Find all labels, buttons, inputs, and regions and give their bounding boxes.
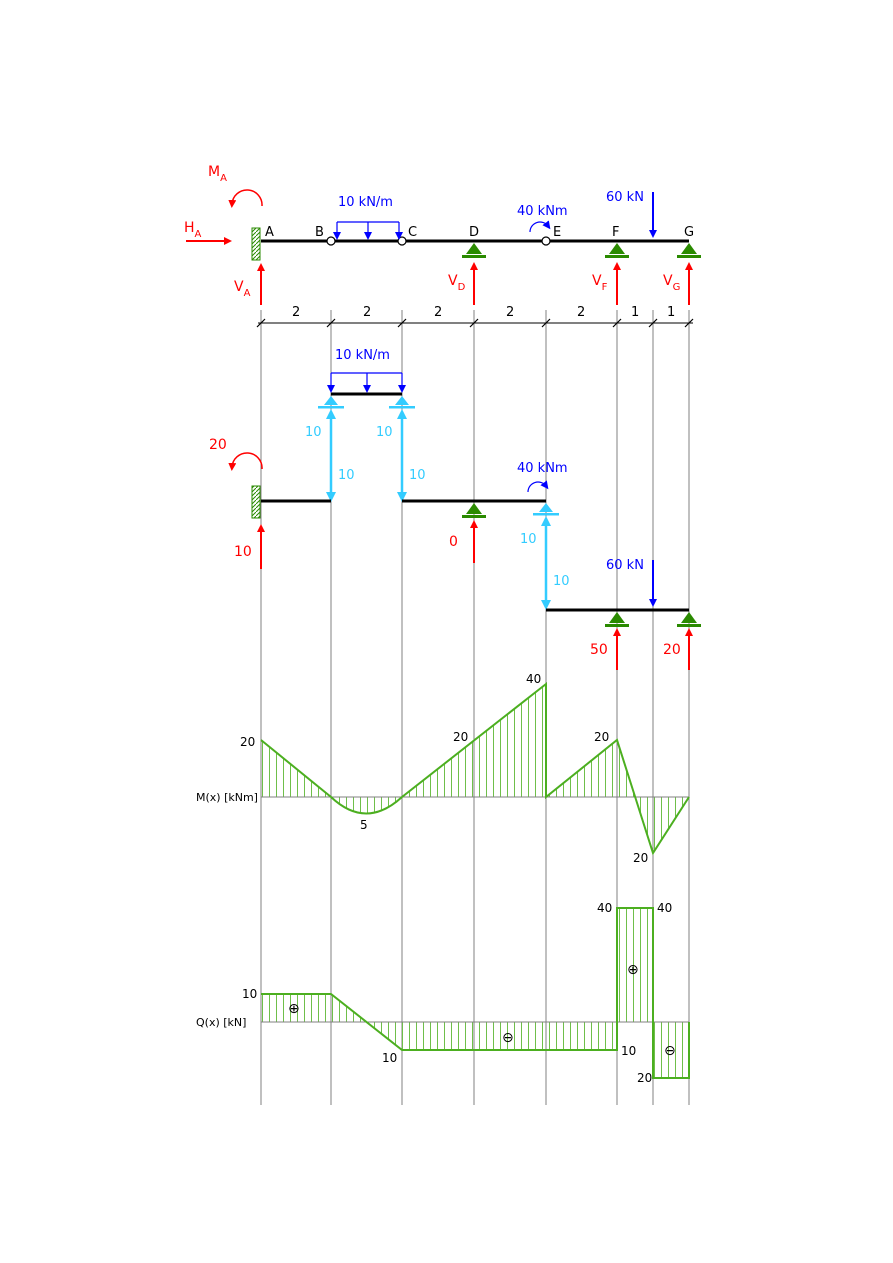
decomposition: 10 kN/m 10 10 10 10 20 10 0 40 kNm xyxy=(209,348,701,670)
moment-E-mid xyxy=(527,480,549,493)
shear-value-F-left: 10 xyxy=(621,1044,636,1058)
reaction-A-value: 10 xyxy=(234,544,252,560)
moment-reaction-A-mid xyxy=(228,452,263,471)
node-label-G: G xyxy=(684,225,694,240)
shear-diagram: Q(x) [kN] 10 10 10 40 40 20 ⊕ ⊖ ⊕ ⊖ xyxy=(196,901,690,1085)
fixed-support-A-mid xyxy=(251,485,261,519)
shear-area-PG xyxy=(653,1022,689,1078)
shear-value-G: 20 xyxy=(637,1071,652,1085)
moment-area xyxy=(261,684,689,853)
moment-value-D: 20 xyxy=(453,730,468,744)
cyan-support-E xyxy=(533,503,559,516)
hinge-E-down-value: 10 xyxy=(553,574,570,589)
svg-text:VG: VG xyxy=(663,273,680,293)
support-F-mid xyxy=(605,612,629,627)
distributed-load-label-top: 10 kN/m xyxy=(338,195,393,210)
node-label-A: A xyxy=(265,225,274,240)
original-beam: A B C D E F G 10 kN/m 40 kNm 60 kN MA HA… xyxy=(184,164,701,305)
segment-length-AB: 2 xyxy=(292,305,300,320)
svg-text:VA: VA xyxy=(234,279,251,299)
segment-length-FP: 1 xyxy=(631,305,639,320)
hinge-B-up-value: 10 xyxy=(305,425,322,440)
moment-reaction-A xyxy=(228,189,263,208)
cyan-support-B xyxy=(318,396,344,409)
point-load-label-top: 60 kN xyxy=(606,190,644,205)
shear-axis-label: Q(x) [kN] xyxy=(196,1016,246,1029)
moment-label-mid: 40 kNm xyxy=(517,461,568,476)
moment-E-top xyxy=(529,220,551,233)
moment-label-top: 40 kNm xyxy=(517,204,568,219)
cyan-support-C xyxy=(389,396,415,409)
reaction-D-value: 0 xyxy=(449,534,458,550)
fixed-support-A xyxy=(251,227,261,261)
hinge-B xyxy=(326,236,336,246)
shear-value-C: 10 xyxy=(382,1051,397,1065)
hinge-C-down-value: 10 xyxy=(409,468,426,483)
node-label-D: D xyxy=(469,225,479,240)
hinge-B-down-value: 10 xyxy=(338,468,355,483)
node-label-F: F xyxy=(612,225,619,240)
svg-text:VD: VD xyxy=(448,273,466,293)
shear-value-AB: 10 xyxy=(242,987,257,1001)
node-label-E: E xyxy=(553,225,561,240)
shear-value-F-right: 40 xyxy=(597,901,612,915)
moment-curve xyxy=(260,681,690,856)
dimension-line: 2 2 2 2 2 1 1 xyxy=(256,305,694,328)
svg-text:HA: HA xyxy=(184,220,202,240)
support-F xyxy=(605,243,629,258)
hinge-C xyxy=(397,236,407,246)
segment-length-DE: 2 xyxy=(506,305,514,320)
shear-area-positive xyxy=(261,994,367,1022)
shear-value-P-left: 40 xyxy=(657,901,672,915)
hinge-C-up-value: 10 xyxy=(376,425,393,440)
node-label-B: B xyxy=(315,225,324,240)
shear-sign-FP: ⊕ xyxy=(627,962,639,978)
support-G xyxy=(677,243,701,258)
shear-sign-CF: ⊖ xyxy=(502,1030,514,1046)
node-label-C: C xyxy=(408,225,417,240)
segment-length-PG: 1 xyxy=(667,305,675,320)
reaction-G-value: 20 xyxy=(663,642,681,658)
moment-value-mid-BC: 5 xyxy=(360,818,368,832)
distributed-load-label-mid: 10 kN/m xyxy=(335,348,390,363)
moment-A-value: 20 xyxy=(209,437,227,453)
shear-area-FP xyxy=(617,908,653,1022)
svg-text:MA: MA xyxy=(208,164,227,184)
svg-text:VF: VF xyxy=(592,273,608,293)
support-G-mid xyxy=(677,612,701,627)
segment-length-EF: 2 xyxy=(577,305,585,320)
distributed-load-mid xyxy=(327,372,406,393)
hinge-E xyxy=(541,236,551,246)
hinge-E-up-value: 10 xyxy=(520,532,537,547)
segment-length-CD: 2 xyxy=(434,305,442,320)
moment-value-F: 20 xyxy=(594,730,609,744)
shear-curve xyxy=(261,907,690,1079)
support-D-mid xyxy=(462,503,486,518)
shear-area-negative xyxy=(367,1022,617,1050)
moment-value-E: 40 xyxy=(526,672,541,686)
support-D xyxy=(462,243,486,258)
moment-axis-label: M(x) [kNm] xyxy=(196,791,258,804)
distributed-load-top xyxy=(333,221,403,240)
shear-sign-PG: ⊖ xyxy=(664,1043,676,1059)
shear-sign-AB: ⊕ xyxy=(288,1001,300,1017)
moment-value-A: 20 xyxy=(240,735,255,749)
segment-length-BC: 2 xyxy=(363,305,371,320)
moment-value-P: 20 xyxy=(633,851,648,865)
moment-diagram: M(x) [kNm] 20 5 20 40 20 20 xyxy=(196,672,690,865)
point-load-label-mid: 60 kN xyxy=(606,558,644,573)
reaction-F-value: 50 xyxy=(590,642,608,658)
